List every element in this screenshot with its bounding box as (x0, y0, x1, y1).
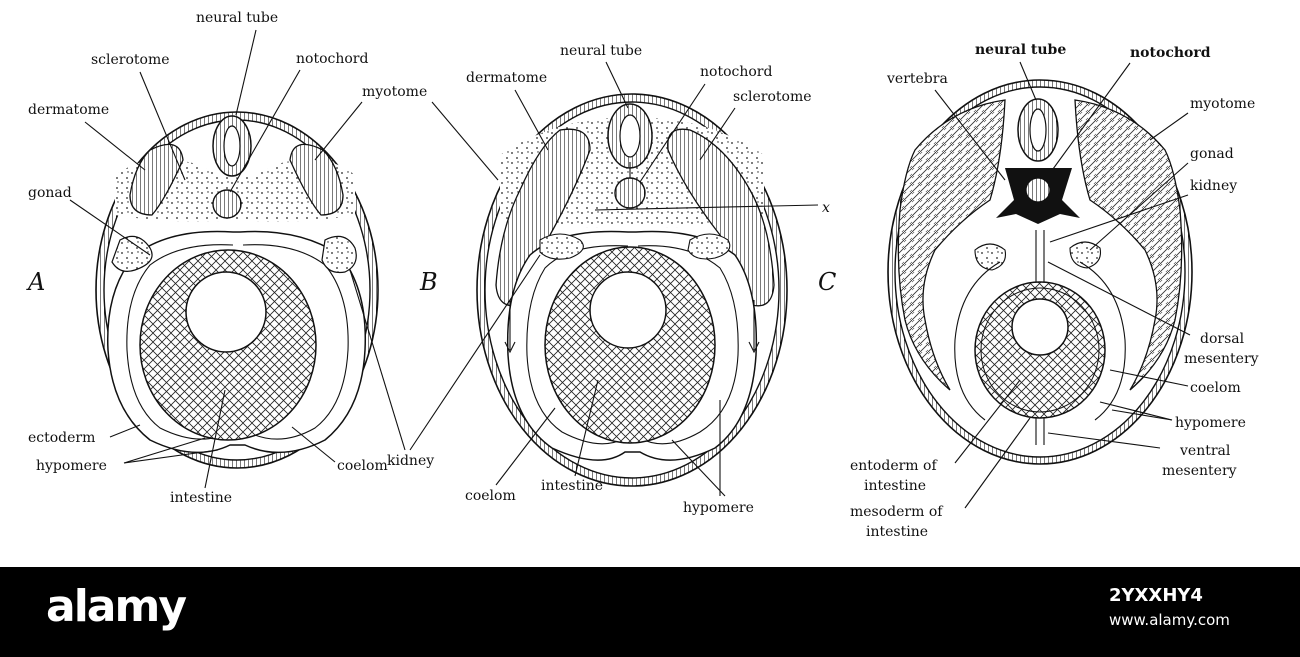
label-kidney: kidney (387, 453, 434, 469)
notochord-a (212, 189, 242, 219)
label-coelom-b: coelom (465, 488, 516, 504)
gonad-a (111, 235, 153, 272)
panel-c: C neural tube notochord vertebra myotome… (818, 42, 1259, 540)
notochord-c (1025, 177, 1051, 203)
kidney-a (321, 235, 357, 274)
label-mesoderm-c: mesoderm of (850, 504, 944, 520)
label-hypomere-a: hypomere (36, 458, 107, 474)
label-x-b: x (822, 200, 830, 216)
label-neural-tube-c: neural tube (975, 42, 1066, 58)
notochord-b (614, 177, 646, 209)
gonad-c (1069, 241, 1102, 269)
label-gonad-c: gonad (1190, 146, 1234, 162)
label-intestine-b: intestine (541, 478, 603, 494)
label-notochord-c: notochord (1130, 45, 1211, 61)
panel-letter-b: B (419, 268, 438, 296)
myotome-c (897, 99, 1006, 391)
label-entoderm-c: entoderm of (850, 458, 938, 474)
label-sclerotome-a: sclerotome (91, 52, 170, 68)
dermatome-a (129, 143, 184, 216)
label-intestine-a: intestine (170, 490, 232, 506)
label-hypomere-b: hypomere (683, 500, 754, 516)
label-dermatome-b: dermatome (466, 70, 547, 86)
label-dorsal-c: dorsal (1200, 331, 1245, 347)
panel-b: neural tube notochord dermatome scleroto… (349, 43, 830, 516)
ventral-mesentery-c (1035, 418, 1045, 445)
panel-a: neural tube sclerotome notochord dermato… (26, 10, 499, 506)
panel-letter-a: A (26, 268, 45, 296)
image-id: 2YXXHY4 (1109, 585, 1203, 606)
embryo-cross-section-diagram: neural tube sclerotome notochord dermato… (26, 10, 1259, 540)
dorsal-mesentery-c (1035, 230, 1045, 290)
alamy-logo: alamy (46, 581, 187, 632)
site-url: www.alamy.com (1109, 611, 1230, 629)
label-ventral-c: ventral (1179, 443, 1231, 459)
label-hypomere-c: hypomere (1175, 415, 1246, 431)
label-notochord-a: notochord (296, 51, 368, 67)
label-entoderm-intestine-c: intestine (864, 478, 926, 494)
panel-letter-c: C (818, 268, 836, 296)
label-myotome-c: myotome (1190, 96, 1255, 112)
label-dorsal-mesentery-c: mesentery (1184, 351, 1259, 367)
label-coelom-c: coelom (1190, 380, 1241, 396)
label-mesoderm-intestine-c: intestine (866, 524, 928, 540)
label-neural-tube-a: neural tube (196, 10, 278, 26)
label-coelom-a: coelom (337, 458, 388, 474)
label-ventral-mesentery-c: mesentery (1162, 463, 1237, 479)
label-sclerotome-b: sclerotome (733, 89, 812, 105)
myotome-a (289, 143, 344, 216)
label-gonad-a: gonad (28, 185, 72, 201)
label-notochord-b: notochord (700, 64, 772, 80)
watermark-banner: alamy 2YXXHY4 www.alamy.com (0, 567, 1300, 657)
label-kidney-c: kidney (1190, 178, 1237, 194)
label-vertebra-c: vertebra (886, 71, 948, 87)
label-neural-tube-b: neural tube (560, 43, 642, 59)
label-ectoderm-a: ectoderm (28, 430, 95, 446)
label-dermatome-a: dermatome (28, 102, 109, 118)
label-myotome-a: myotome (362, 84, 427, 100)
